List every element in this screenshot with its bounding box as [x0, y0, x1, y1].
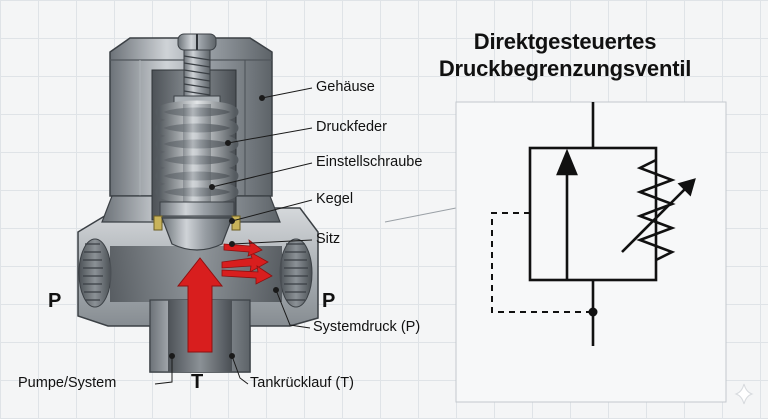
label-systemdruck: Systemdruck (P) [313, 319, 421, 335]
connector-line [384, 207, 457, 223]
spring-coil [155, 100, 239, 204]
label-pumpe-system: Pumpe/System [18, 375, 117, 391]
port-t: T [191, 371, 204, 393]
sparkle-icon [734, 383, 754, 405]
right-port-thread [279, 238, 313, 308]
label-einstellschraube: Einstellschraube [316, 154, 423, 170]
flow-arrows [176, 239, 273, 353]
relief-valve-symbol [491, 102, 696, 346]
poppet-cone [153, 201, 241, 251]
adjusting-screw [173, 33, 221, 105]
title-line-1: Direktgesteuertes [473, 29, 657, 54]
port-p-left: P [48, 290, 62, 312]
symbol-frame [455, 101, 727, 403]
diagram-title: Direktgesteuertes Druckbegrenzungsventil [420, 28, 710, 82]
leader-lines [154, 87, 313, 385]
label-kegel: Kegel [316, 191, 354, 207]
title-line-2: Druckbegrenzungsventil [438, 56, 692, 81]
label-sitz: Sitz [316, 231, 341, 247]
port-p-right: P [322, 290, 336, 312]
left-port-thread [78, 238, 112, 308]
label-druckfeder: Druckfeder [316, 119, 387, 135]
label-gehaeuse: Gehäuse [316, 79, 375, 95]
label-tankruecklauf: Tankrücklauf (T) [250, 375, 354, 391]
